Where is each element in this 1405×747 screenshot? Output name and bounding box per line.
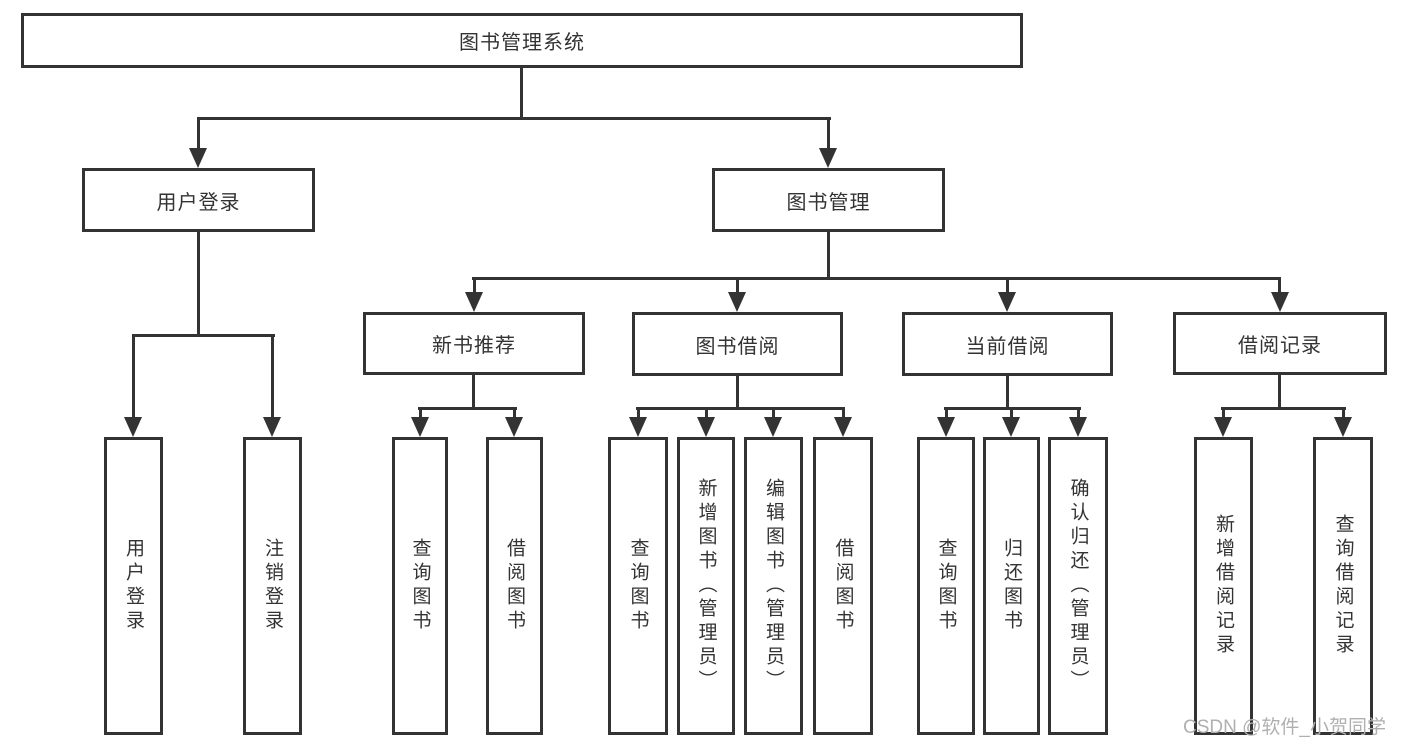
connector-level3-crossbar xyxy=(472,277,1281,280)
leaf-br-add-record-label: 新增借阅记录 xyxy=(1213,514,1234,658)
connector-br-query-drop xyxy=(1342,407,1345,421)
connector-bb-add-drop xyxy=(705,407,708,421)
arrowhead-bb-query xyxy=(629,417,647,437)
leaf-logout-label: 注销登录 xyxy=(262,538,283,634)
leaf-logout: 注销登录 xyxy=(243,437,302,735)
node-root: 图书管理系统 xyxy=(21,13,1023,68)
leaf-bb-query-books-label: 查询图书 xyxy=(627,538,649,634)
connector-bb-edit-drop xyxy=(772,407,775,421)
arrowhead-br-add xyxy=(1214,417,1232,437)
leaf-bb-borrow-books: 借阅图书 xyxy=(813,437,873,735)
connector-br-crossbar xyxy=(1221,407,1346,410)
connector-cb-stem xyxy=(1006,376,1009,410)
node-user-login-label: 用户登录 xyxy=(156,191,241,214)
leaf-nbr-borrow-books-label: 借阅图书 xyxy=(504,538,525,634)
arrowhead-nbr-query xyxy=(411,417,429,437)
connector-nbr-crossbar xyxy=(418,407,517,410)
leaf-bb-borrow-books-label: 借阅图书 xyxy=(832,538,854,634)
node-book-borrow-label: 图书借阅 xyxy=(695,335,780,358)
node-book-management: 图书管理 xyxy=(712,168,945,232)
connector-nbr-stem xyxy=(472,375,475,410)
connector-user-login-drop xyxy=(197,117,200,154)
node-root-label: 图书管理系统 xyxy=(459,32,585,54)
node-new-book-recommend-label: 新书推荐 xyxy=(432,335,516,357)
connector-br-stem xyxy=(1278,375,1281,410)
arrowhead-cb-return xyxy=(1002,417,1020,437)
connector-cb-confirm-drop xyxy=(1077,407,1080,421)
connector-book-borrow-drop xyxy=(736,277,739,298)
node-borrow-records-label: 借阅记录 xyxy=(1238,335,1322,357)
connector-cb-return-drop xyxy=(1010,407,1013,421)
leaf-user-login: 用户登录 xyxy=(104,437,163,735)
connector-user-login-stem xyxy=(197,232,200,337)
connector-bb-stem xyxy=(736,376,739,410)
leaf-bb-query-books: 查询图书 xyxy=(608,437,668,735)
leaf-bb-add-book-admin: 新增图书（管理员） xyxy=(677,437,735,735)
leaf-cb-query-books-label: 查询图书 xyxy=(935,538,957,634)
leaf-cb-confirm-return-admin-label: 确认归还（管理员） xyxy=(1067,478,1089,694)
arrowhead-borrow-records xyxy=(1271,292,1289,312)
connector-book-management-drop xyxy=(827,117,830,154)
connector-book-management-stem xyxy=(827,232,830,280)
connector-cb-query-drop xyxy=(945,407,948,421)
arrowhead-bb-edit xyxy=(764,417,782,437)
arrowhead-user-login xyxy=(189,148,207,168)
node-current-borrow-label: 当前借阅 xyxy=(965,335,1050,358)
leaf-bb-edit-book-admin-label: 编辑图书（管理员） xyxy=(763,478,784,694)
node-borrow-records: 借阅记录 xyxy=(1173,312,1387,375)
leaf-nbr-query-books: 查询图书 xyxy=(392,437,448,735)
connector-bb-query-drop xyxy=(637,407,640,421)
node-current-borrow: 当前借阅 xyxy=(902,312,1113,376)
connector-br-add-drop xyxy=(1222,407,1225,421)
connector-leaf-user-login-drop xyxy=(132,334,135,423)
leaf-cb-return-book: 归还图书 xyxy=(983,437,1040,735)
leaf-cb-query-books: 查询图书 xyxy=(917,437,975,735)
arrowhead-leaf-logout xyxy=(263,417,281,437)
leaf-cb-return-book-label: 归还图书 xyxy=(1001,538,1022,634)
leaf-nbr-borrow-books: 借阅图书 xyxy=(486,437,543,735)
connector-current-borrow-drop xyxy=(1006,277,1009,298)
csdn-watermark: CSDN @软件_小贺同学 xyxy=(1183,717,1386,738)
leaf-bb-edit-book-admin: 编辑图书（管理员） xyxy=(744,437,803,735)
node-book-management-label: 图书管理 xyxy=(786,191,871,214)
connector-nbr-query-drop xyxy=(419,407,422,421)
arrowhead-nbr-borrow xyxy=(505,417,523,437)
leaf-user-login-label: 用户登录 xyxy=(123,538,144,634)
arrowhead-cb-confirm xyxy=(1069,417,1087,437)
leaf-nbr-query-books-label: 查询图书 xyxy=(409,538,431,634)
node-user-login: 用户登录 xyxy=(82,168,315,232)
connector-bb-crossbar xyxy=(636,407,845,410)
arrowhead-br-query xyxy=(1334,417,1352,437)
connector-new-book-recommend-drop xyxy=(473,277,476,298)
leaf-br-query-record: 查询借阅记录 xyxy=(1313,437,1373,735)
connector-leaf-logout-drop xyxy=(271,334,274,423)
connector-borrow-records-drop xyxy=(1278,277,1281,298)
leaf-cb-confirm-return-admin: 确认归还（管理员） xyxy=(1048,437,1108,735)
arrowhead-current-borrow xyxy=(998,292,1016,312)
connector-bb-borrow-drop xyxy=(842,407,845,421)
arrowhead-new-book-recommend xyxy=(465,292,483,312)
arrowhead-bb-add xyxy=(697,417,715,437)
arrowhead-book-management xyxy=(819,148,837,168)
leaf-bb-add-book-admin-label: 新增图书（管理员） xyxy=(695,478,717,694)
connector-level2-crossbar xyxy=(197,117,831,120)
node-new-book-recommend: 新书推荐 xyxy=(363,312,585,375)
arrowhead-leaf-user-login xyxy=(124,417,142,437)
arrowhead-cb-query xyxy=(937,417,955,437)
arrowhead-bb-borrow xyxy=(834,417,852,437)
leaf-br-query-record-label: 查询借阅记录 xyxy=(1332,514,1354,658)
leaf-br-add-record: 新增借阅记录 xyxy=(1194,437,1253,735)
arrowhead-book-borrow xyxy=(728,292,746,312)
node-book-borrow: 图书借阅 xyxy=(632,312,843,376)
connector-user-login-crossbar xyxy=(132,334,275,337)
connector-root-stem xyxy=(520,68,523,117)
connector-nbr-borrow-drop xyxy=(513,407,516,421)
